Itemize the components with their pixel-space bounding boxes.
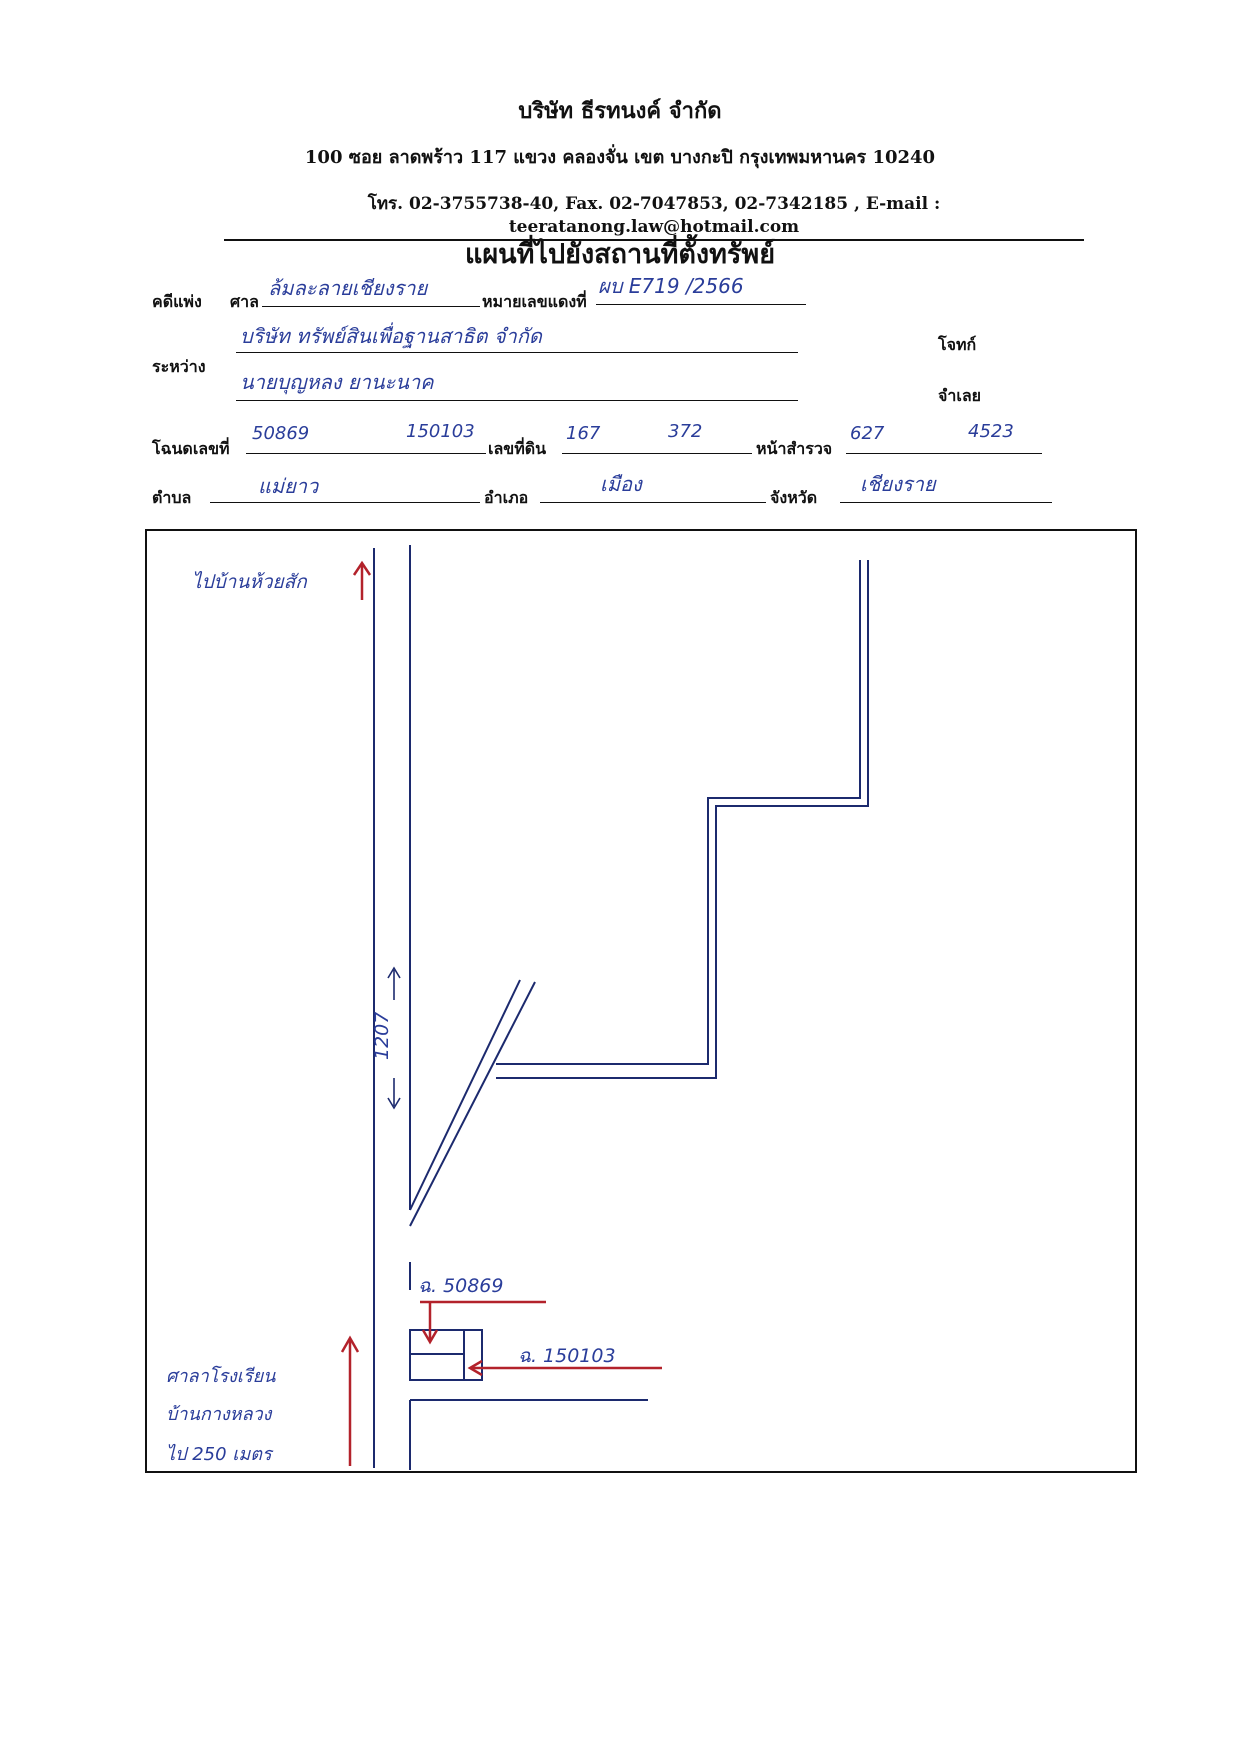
court-underline	[262, 278, 480, 307]
top-destination-label: ไปบ้านห้วยสัก	[192, 570, 308, 593]
defendant-value: นายบุญหลง ยานะนาค	[240, 370, 434, 394]
survey-label: หน้าสำรวจ	[756, 439, 833, 458]
plaintiff-role: โจทก์	[938, 335, 977, 354]
district-underline	[540, 474, 766, 503]
road-number-label: 1207	[371, 1012, 393, 1060]
defendant-role: จำเลย	[938, 386, 982, 405]
land-plot-b	[463, 1329, 483, 1381]
province-value: เชียงราย	[860, 472, 936, 496]
plaintiff-value: บริษัท ทรัพย์สินเพื่อฐานสาธิต จำกัด	[240, 324, 542, 348]
company-contact: โทร. 02-3755738-40, Fax. 02-7047853, 02-…	[224, 190, 1084, 241]
subdistrict-value: แม่ยาว	[258, 474, 319, 498]
case-type-label: คดีแพ่ง	[152, 292, 202, 311]
deed-b-label: ฉ. 150103	[518, 1345, 616, 1367]
school-arrow-head	[340, 1335, 360, 1353]
district-value: เมือง	[600, 472, 642, 496]
district-label: อำเภอ	[484, 488, 529, 507]
court-value: ล้มละลายเชียงราย	[268, 276, 428, 300]
bottom-label-line-2: บ้านกางหลวง	[166, 1404, 273, 1425]
map-frame	[145, 529, 1137, 1473]
company-address: 100 ซอย ลาดพร้าว 117 แขวง คลองจั่น เขต บ…	[304, 147, 936, 168]
deed-a-pointer-head	[421, 1329, 439, 1345]
deed-value-1: 50869	[252, 423, 310, 444]
court-label: ศาล	[230, 292, 259, 311]
stepped-road-outer	[496, 560, 861, 1065]
branch-road-left-edge	[409, 979, 521, 1211]
case-number-value: ผบ E719 /2566	[598, 274, 744, 298]
bottom-label-line-3: ไป 250 เมตร	[166, 1443, 274, 1465]
land-no-underline	[562, 425, 752, 454]
deed-value-2: 150103	[406, 421, 475, 442]
deed-label: โฉนดเลขที่	[152, 439, 230, 458]
deed-a-label: ฉ. 50869	[418, 1275, 503, 1297]
land-no-value-2: 372	[668, 421, 703, 442]
road-arrow-down-head	[387, 1097, 401, 1110]
land-no-value-1: 167	[566, 423, 601, 444]
page-title: แผนที่ไปยังสถานที่ตั้งทรัพย์	[464, 239, 776, 270]
defendant-underline	[236, 372, 798, 401]
case-number-underline	[596, 276, 806, 305]
deed-underline	[246, 425, 486, 454]
survey-underline	[846, 425, 1042, 454]
company-name: บริษัท ธีรทนงค์ จำกัด	[518, 98, 722, 124]
land-no-label: เลขที่ดิน	[488, 439, 547, 458]
plaintiff-underline	[236, 324, 798, 353]
subdistrict-underline	[210, 474, 480, 503]
north-arrow-head	[352, 560, 372, 576]
road-arrow-up-head	[387, 966, 401, 979]
subdistrict-label: ตำบล	[152, 488, 192, 507]
case-number-label: หมายเลขแดงที่	[482, 292, 587, 311]
survey-value-1: 627	[850, 423, 885, 444]
branch-road-right-edge	[409, 981, 536, 1227]
between-label: ระหว่าง	[152, 357, 206, 376]
stepped-road-inner	[496, 560, 869, 1079]
survey-value-2: 4523	[968, 421, 1014, 442]
province-underline	[840, 474, 1052, 503]
province-label: จังหวัด	[770, 488, 818, 507]
deed-b-pointer-head	[467, 1359, 483, 1377]
bottom-label-line-1: ศาลาโรงเรียน	[166, 1365, 276, 1387]
